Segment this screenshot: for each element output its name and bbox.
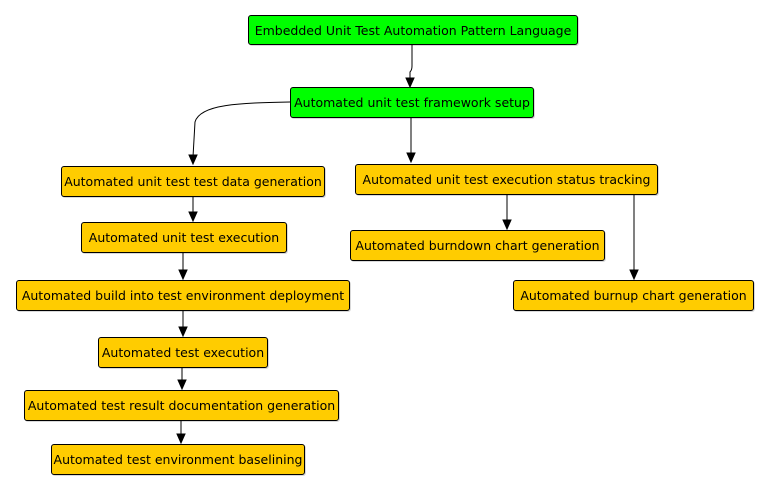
edge-root-to-framework-setup [409, 45, 413, 80]
node-result-documentation[interactable]: Automated test result documentation gene… [24, 390, 339, 421]
node-burndown-chart-label: Automated burndown chart generation [355, 238, 600, 253]
node-root[interactable]: Embedded Unit Test Automation Pattern La… [248, 15, 578, 45]
arrowhead-test-execution [178, 326, 188, 338]
node-status-tracking[interactable]: Automated unit test execution status tra… [355, 164, 658, 195]
node-build-deployment-label: Automated build into test environment de… [21, 288, 345, 303]
node-status-tracking-label: Automated unit test execution status tra… [362, 172, 651, 187]
arrowhead-baselining [176, 433, 186, 445]
node-data-generation[interactable]: Automated unit test test data generation [61, 166, 325, 197]
arrowhead-framework-setup [405, 77, 415, 89]
node-data-generation-label: Automated unit test test data generation [64, 174, 322, 189]
node-environment-baselining[interactable]: Automated test environment baselining [51, 444, 305, 475]
node-build-deployment[interactable]: Automated build into test environment de… [16, 280, 350, 311]
node-burnup-chart-label: Automated burnup chart generation [520, 288, 747, 303]
node-environment-baselining-label: Automated test environment baselining [53, 452, 303, 467]
node-unit-test-execution-label: Automated unit test execution [88, 230, 280, 245]
node-burndown-chart[interactable]: Automated burndown chart generation [350, 230, 605, 261]
node-unit-test-execution[interactable]: Automated unit test execution [81, 222, 287, 253]
node-framework-setup-label: Automated unit test framework setup [294, 95, 530, 110]
arrowhead-build-deployment [178, 269, 188, 281]
arrowhead-burnup [629, 269, 639, 281]
arrowhead-result-documentation [177, 379, 187, 391]
edge-framework-setup-to-data-generation [192, 101, 291, 158]
node-burnup-chart[interactable]: Automated burnup chart generation [513, 280, 754, 311]
node-result-documentation-label: Automated test result documentation gene… [27, 398, 336, 413]
arrowhead-burndown [502, 219, 512, 231]
arrowhead-data-generation [188, 154, 198, 166]
node-test-execution[interactable]: Automated test execution [98, 337, 268, 368]
arrowhead-status-tracking [406, 152, 416, 164]
arrowhead-unit-execution [188, 211, 198, 223]
node-framework-setup[interactable]: Automated unit test framework setup [290, 87, 534, 118]
node-test-execution-label: Automated test execution [101, 345, 265, 360]
node-root-label: Embedded Unit Test Automation Pattern La… [254, 22, 572, 38]
